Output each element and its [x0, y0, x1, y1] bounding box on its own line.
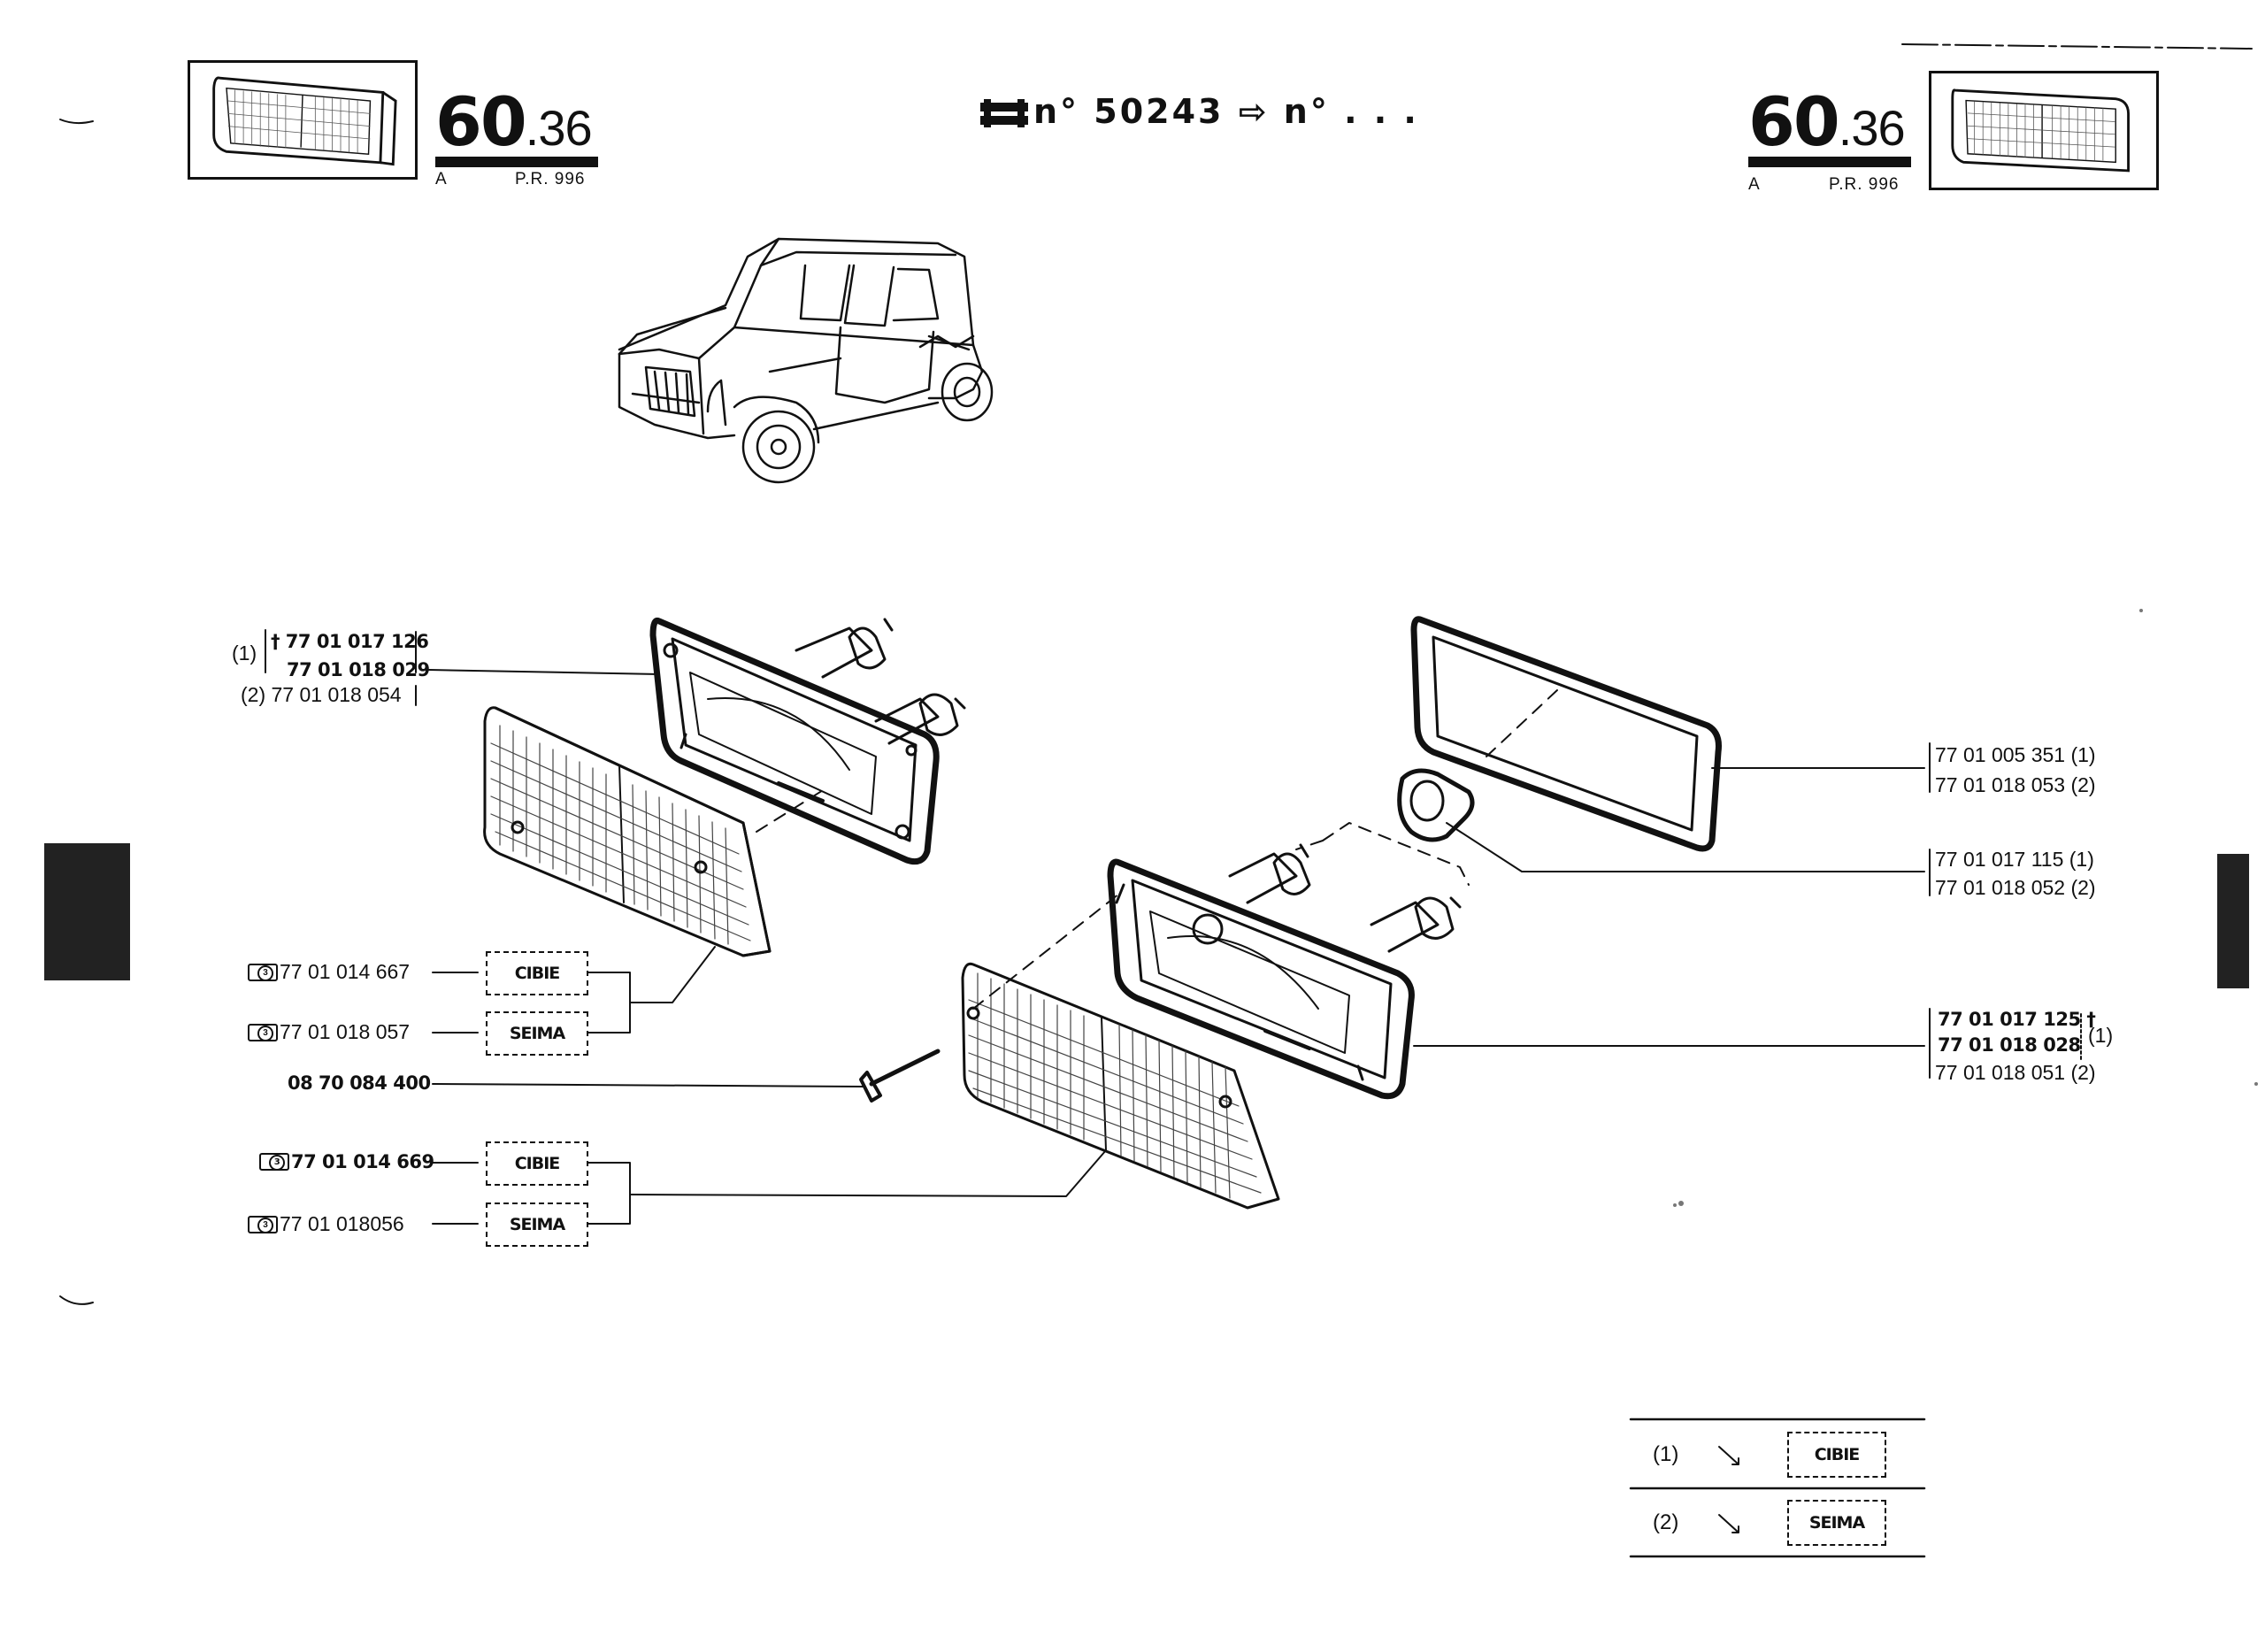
part-number: 77 01 018 029: [287, 659, 430, 680]
left-dash-leader: [756, 787, 828, 833]
left-lens-drawing: [483, 706, 772, 957]
section-sub-left-a: A: [435, 170, 448, 188]
right-lamp-body-drawing: [1107, 822, 1470, 1100]
section-major: 60: [1748, 82, 1840, 161]
gasket-part-number-1: 77 01 005 351 (1): [1935, 743, 2096, 766]
legend-arrows: [1718, 1446, 1739, 1533]
body-part-number-3: 77 01 018 051 (2): [1935, 1061, 2096, 1084]
right-edge-tab: [2217, 854, 2249, 988]
section-minor: .36: [1838, 100, 1906, 156]
right-socket-drawing: [1397, 768, 1475, 842]
maker-box-seima: SEIMA: [486, 1011, 588, 1056]
vehicle-illustration: [618, 237, 994, 484]
part-number: 77 01 018 057: [280, 1020, 411, 1043]
right-gasket-drawing: [1410, 616, 1722, 852]
section-major: 60: [435, 82, 527, 161]
serial-range: n° 50243 ⇨ n° . . .: [1033, 92, 1419, 131]
section-number-right: 60.36: [1748, 88, 1906, 157]
section-minor: .36: [525, 100, 593, 156]
part-number: 77 01 014 669: [291, 1151, 434, 1172]
section-sub-left-pr: P.R. 996: [515, 170, 586, 188]
quantity-icon: 3: [259, 1153, 289, 1171]
left-lamp-body-drawing: [649, 617, 966, 865]
part-number: 77 01 014 667: [280, 960, 411, 983]
legend-table-lines: [1629, 1418, 1926, 1558]
maker-box-cibie: CIBIE: [486, 1141, 588, 1186]
section-number-left: 60.36: [435, 88, 593, 157]
right-thumbnail-lamp: [1929, 71, 2159, 190]
part-number: 77 01 018056: [280, 1212, 404, 1235]
left-thumbnail-lamp: [188, 60, 418, 180]
section-sub-right-a: A: [1748, 175, 1761, 194]
maker-box-seima: SEIMA: [486, 1203, 588, 1247]
legend-row-1-num: (1): [1653, 1442, 1679, 1466]
quantity-icon: 3: [248, 1216, 278, 1233]
legend-row-1-maker: CIBIE: [1787, 1432, 1886, 1478]
section-underline-right: [1748, 157, 1911, 167]
section-underline-left: [435, 157, 598, 167]
quantity-icon: 3: [248, 964, 278, 981]
note-1-label: (1): [232, 642, 257, 665]
legend-row-2-num: (2): [1653, 1510, 1679, 1534]
socket-part-number-1: 77 01 017 115 (1): [1935, 848, 2094, 871]
socket-part-number-2: 77 01 018 052 (2): [1935, 876, 2096, 899]
part-number: (2) 77 01 018 054: [241, 683, 402, 706]
right-lens-drawing: [961, 962, 1280, 1210]
legend-row-2-maker: SEIMA: [1787, 1500, 1886, 1546]
screw-drawing: [859, 1049, 941, 1103]
gasket-part-number-2: 77 01 018 053 (2): [1935, 773, 2096, 796]
body-note-label: (1): [2088, 1024, 2114, 1047]
maker-box-cibie: CIBIE: [486, 951, 588, 995]
body-part-number-2: 77 01 018 028: [1938, 1034, 2081, 1056]
left-edge-tab: [44, 843, 130, 980]
section-sub-right-pr: P.R. 996: [1829, 175, 1900, 194]
screw-part-number: 08 70 084 400: [288, 1072, 431, 1094]
chassis-icon: [980, 99, 1028, 127]
body-part-number-1: 77 01 017 125 †: [1938, 1009, 2096, 1030]
quantity-icon: 3: [248, 1024, 278, 1041]
part-number: † 77 01 017 126: [271, 631, 429, 652]
